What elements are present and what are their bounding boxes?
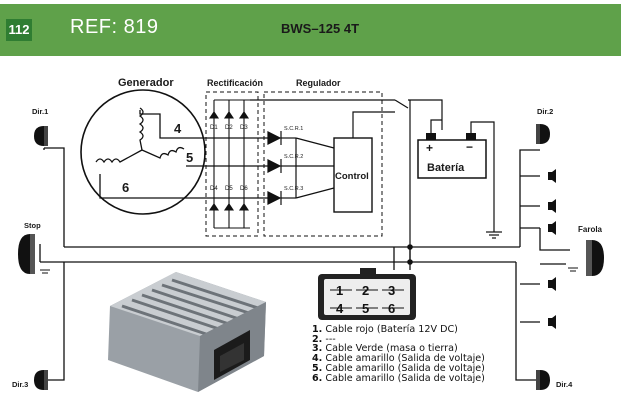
battery-label: Batería <box>427 162 465 174</box>
legend-item: 4. Cable amarillo (Salida de voltaje) <box>312 353 485 365</box>
page-header: 112 REF: 819 BWS–125 4T <box>0 0 621 60</box>
dir3-label: Dir.3 <box>12 380 28 389</box>
diode-label-d6: D6 <box>240 186 248 192</box>
diode-label-d4: D4 <box>210 186 218 192</box>
scr3-label: S.C.R.3 <box>284 186 303 192</box>
reference-label: REF: 819 <box>70 16 159 38</box>
legend-item: 6. Cable amarillo (Salida de voltaje) <box>312 372 485 384</box>
generator-label: Generador <box>118 77 174 89</box>
control-label: Control <box>335 171 369 182</box>
scr3-symbol <box>267 191 282 205</box>
legend-item: 2. --- <box>312 333 336 345</box>
scr2-symbol <box>267 159 282 173</box>
dir3-lamp <box>34 370 48 390</box>
farola-lamp <box>586 240 604 276</box>
coil-left <box>95 149 143 164</box>
diode-label-d5: D5 <box>225 186 233 192</box>
battery-wires <box>430 119 502 239</box>
model-label: BWS–125 4T <box>281 21 360 36</box>
legend-item: 5. Cable amarillo (Salida de voltaje) <box>312 362 485 374</box>
scr2-label: S.C.R.2 <box>284 154 303 160</box>
battery: + − Batería <box>417 133 487 179</box>
header-bar <box>0 4 621 56</box>
diode-d4 <box>208 203 220 211</box>
coil-right <box>141 146 185 159</box>
legend-item: 1. Cable rojo (Batería 12V DC) <box>312 324 458 335</box>
wire-label-4: 4 <box>174 121 182 136</box>
wire-label-6: 6 <box>122 180 129 195</box>
wire-label-5: 5 <box>186 150 193 165</box>
pin-legend: 1. Cable rojo (Batería 12V DC) 2. --- 3.… <box>312 325 485 383</box>
diode-d3 <box>238 111 250 119</box>
ground-symbols <box>40 267 578 274</box>
page-number: 112 <box>6 19 32 41</box>
diode-d1 <box>208 111 220 119</box>
regulator-block: Regulador S.C.R.1 S.C.R.2 S.C.R.3 Contro… <box>214 78 383 237</box>
rectification-label: Rectificación <box>207 78 263 88</box>
control-box <box>333 137 373 213</box>
connector-plug: 1 2 3 4 5 6 <box>318 268 416 320</box>
rectification-block: Rectificación D1 D2 D3 D4 D5 D6 <box>205 78 263 237</box>
dir4-label: Dir.4 <box>556 380 573 389</box>
main-harness <box>39 147 570 381</box>
diode-label-d1: D1 <box>210 125 218 131</box>
diode-label-d2: D2 <box>225 125 233 131</box>
scr1-symbol <box>267 131 282 145</box>
dir2-label: Dir.2 <box>537 107 553 116</box>
dir4-lamp <box>536 370 550 390</box>
scr1-label: S.C.R.1 <box>284 126 303 132</box>
regulator-photo <box>108 272 266 392</box>
diode-label-d3: D3 <box>240 125 248 131</box>
farola-label: Farola <box>578 225 603 234</box>
diode-d5 <box>223 203 235 211</box>
indicator-bulbs <box>548 169 556 329</box>
dir1-label: Dir.1 <box>32 107 48 116</box>
regulator-label: Regulador <box>296 78 341 88</box>
output-wires <box>250 99 443 260</box>
legend-item: 3. Cable Verde (masa o tierra) <box>312 343 458 355</box>
battery-plus: + <box>426 141 433 155</box>
generator-wires <box>99 110 214 199</box>
stop-label: Stop <box>24 221 41 230</box>
dir2-lamp <box>536 124 550 144</box>
stop-lamp <box>18 234 35 274</box>
diode-d6 <box>238 203 250 211</box>
diode-d2 <box>223 111 235 119</box>
dir1-lamp <box>34 126 48 146</box>
battery-minus: − <box>466 140 473 154</box>
